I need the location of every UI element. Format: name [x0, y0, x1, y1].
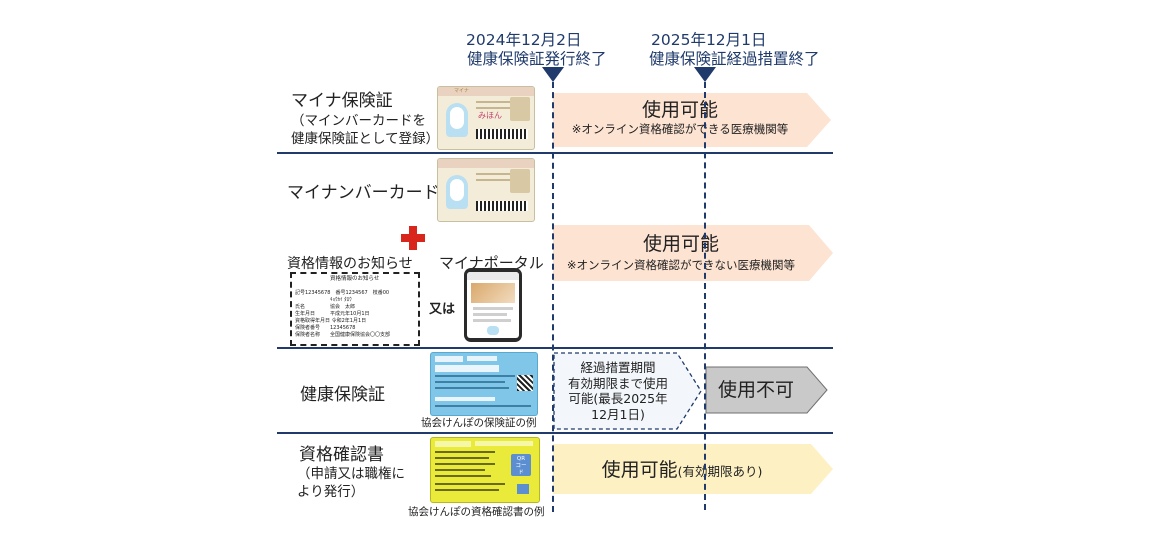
milestone-1-date: 2024年12月2日: [466, 31, 582, 49]
qualification-certificate-image: QR コード: [430, 437, 540, 503]
health-insurance-card-caption: 協会けんぽの保険証の例: [421, 417, 537, 429]
document-title: 資格情報のお知らせ: [330, 276, 380, 282]
row-mynumber-insurance-sub: （マインバーカードを健康保険証として登録）: [291, 113, 440, 147]
milestone-1-line: [552, 82, 554, 512]
unusable-label: 使用不可: [717, 379, 794, 401]
row-divider: [277, 152, 833, 154]
milestone-2-marker: [694, 67, 716, 82]
row-qualification-certificate-status-note: (有効期限あり): [677, 464, 763, 479]
row-qualification-certificate-sub: （申請又は職権により発行）: [297, 466, 405, 500]
transition-period-box: [553, 352, 702, 430]
plus-icon: [401, 226, 425, 250]
milestone-1-marker: [542, 67, 564, 82]
mynumber-card-image: マイナ みほん: [437, 86, 535, 150]
or-label: 又は: [429, 302, 456, 317]
row-mynumber-insurance-note: ※オンライン資格確認ができる医療機関等: [571, 122, 789, 136]
row-qualification-certificate-arrow: [553, 444, 833, 494]
card-sample-badge: みほん: [478, 111, 502, 120]
qr-code-label: QR コード: [515, 456, 527, 476]
qualification-notice-document: 資格情報のお知らせ 記号12345678 番号1234567 枝番00 ｷｮｳｶ…: [290, 272, 420, 346]
row-mynumber-card-title: マイナンバーカード: [287, 183, 440, 203]
row-health-insurance-title: 健康保険証: [300, 385, 385, 405]
card-head-label: マイナ: [454, 88, 469, 94]
row-qualification-certificate-status-wrap: 使用可能(有効期限あり): [553, 455, 811, 482]
row-qualification-notice-status: 使用可能: [642, 233, 719, 255]
document-line: 保険者名称 全国健康保険協会〇〇支部: [295, 332, 391, 338]
transition-period-text: 経過措置期間 有効期限まで使用 可能(最長2025年 12月1日): [567, 360, 668, 422]
milestone-2-event: 健康保険証経過措置終了: [649, 50, 820, 68]
row-mynumber-insurance-title: マイナ保険証: [291, 91, 393, 111]
row-qualification-certificate-title: 資格確認書: [299, 445, 384, 465]
health-insurance-card-image: [430, 352, 538, 416]
document-line: 資格取得年月日 令和2年1月1日: [295, 318, 367, 324]
milestone-2-line: [704, 82, 706, 510]
row-qualification-certificate-status: 使用可能: [601, 459, 678, 481]
document-line: 保険者番号 12345678: [295, 325, 356, 331]
qualification-certificate-caption: 協会けんぽの資格確認書の例: [408, 506, 545, 518]
row-mynumber-insurance-arrow: [553, 93, 831, 147]
milestone-2-date: 2025年12月1日: [651, 31, 767, 49]
smartphone-image: [464, 268, 522, 342]
document-line: 氏名 協会 太郎: [295, 304, 356, 310]
document-line: 記号12345678 番号1234567 枝番00: [295, 290, 390, 296]
row-divider: [277, 347, 833, 349]
mynumber-card-image: [437, 158, 535, 222]
row-qualification-notice-arrow: [553, 225, 833, 281]
milestone-1-event: 健康保険証発行終了: [467, 50, 607, 68]
document-line: 生年月日 平成元年10月1日: [295, 311, 370, 317]
row-qualification-notice-title: 資格情報のお知らせ: [287, 256, 413, 272]
unusable-arrow: [705, 366, 828, 414]
mynaportal-label: マイナポータル: [439, 254, 544, 272]
row-mynumber-insurance-status: 使用可能: [641, 99, 718, 121]
row-divider: [277, 432, 833, 434]
row-qualification-notice-note: ※オンライン資格確認ができない医療機関等: [566, 258, 796, 272]
document-line: ｷｮｳｶｲ ﾀﾛｳ: [295, 297, 352, 303]
